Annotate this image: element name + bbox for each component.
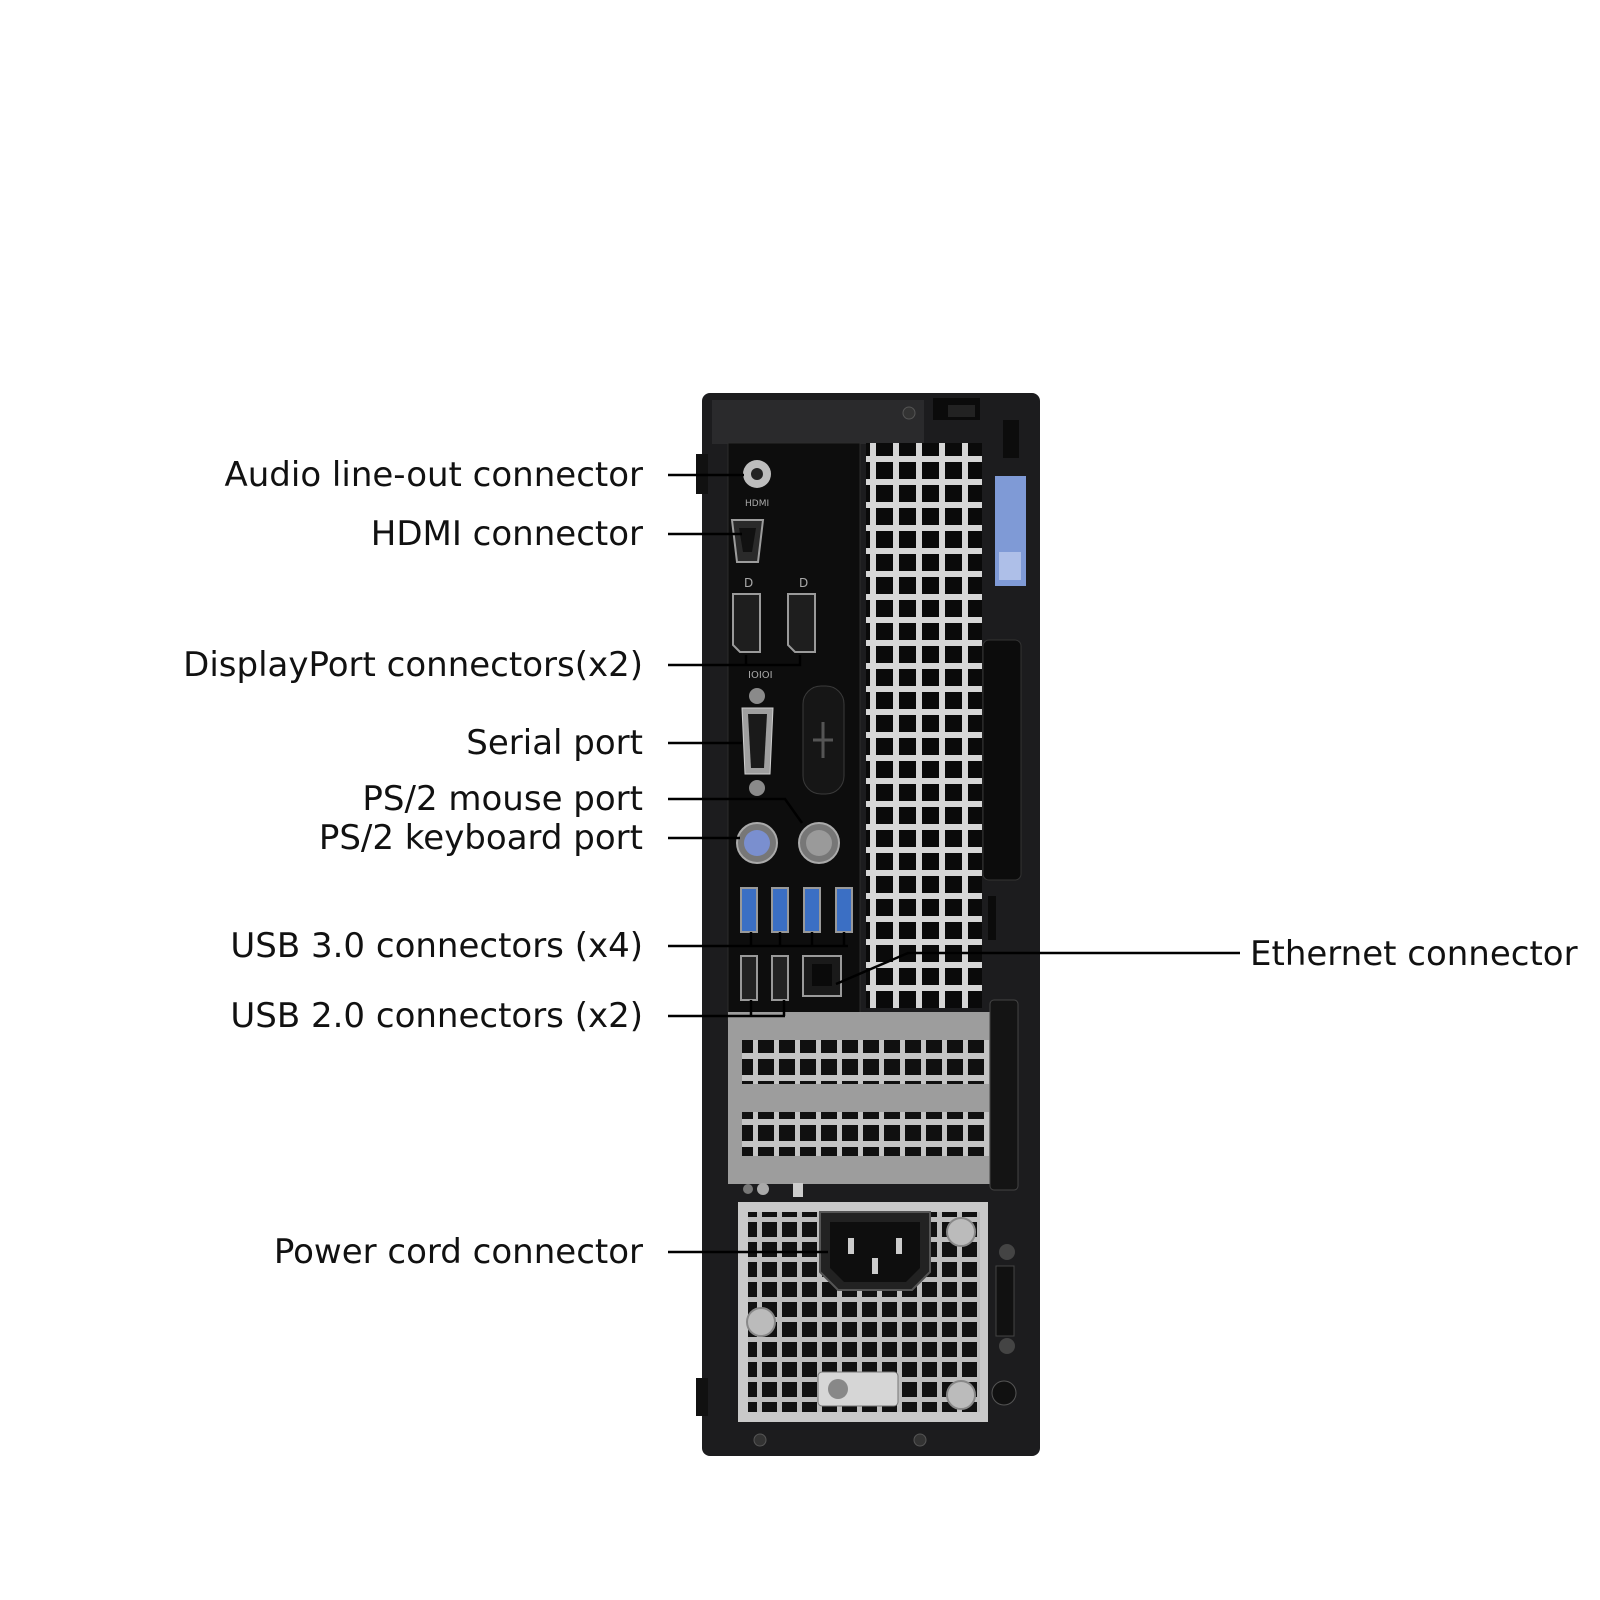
usb2-ports [740, 955, 789, 1001]
label-usb30: USB 3.0 connectors (x4) [230, 926, 643, 966]
hdmi-port: HDMI [730, 499, 769, 563]
label-power-cord: Power cord connector [273, 1232, 643, 1272]
hdmi-mark: HDMI [745, 499, 769, 509]
label-usb20: USB 2.0 connectors (x2) [230, 996, 643, 1036]
ethernet-port [802, 955, 842, 997]
side-latch [982, 476, 1026, 940]
power-supply [738, 1202, 1017, 1422]
leader-lines [668, 473, 1240, 1254]
leader-ethernet [835, 951, 1240, 986]
io-panel: HDMI D D IOIOI [727, 442, 861, 1021]
label-audio-line-out: Audio line-out connector [224, 455, 643, 495]
label-ethernet: Ethernet connector [1250, 934, 1578, 974]
svg-text:IOIOI: IOIOI [748, 670, 773, 681]
ps2-ports [736, 822, 840, 864]
leader-ps2-mouse [668, 797, 804, 824]
usb3-ports [740, 887, 853, 933]
intrusion-controls [743, 1183, 803, 1197]
serial-port: IOIOI [741, 670, 845, 796]
label-serial-port: Serial port [466, 723, 643, 763]
label-hdmi: HDMI connector [370, 514, 643, 554]
audio-jack [743, 460, 771, 488]
svg-text:D: D [799, 576, 808, 590]
label-ps2-keyboard: PS/2 keyboard port [318, 818, 643, 858]
upper-vent [866, 443, 982, 1008]
label-ps2-mouse: PS/2 mouse port [362, 779, 643, 819]
expansion-slots [728, 999, 1019, 1191]
label-displayport: DisplayPort connectors(x2) [183, 645, 643, 685]
displayport-ports: D D [732, 576, 816, 653]
svg-text:D: D [744, 576, 753, 590]
leader-displayport [668, 655, 802, 667]
